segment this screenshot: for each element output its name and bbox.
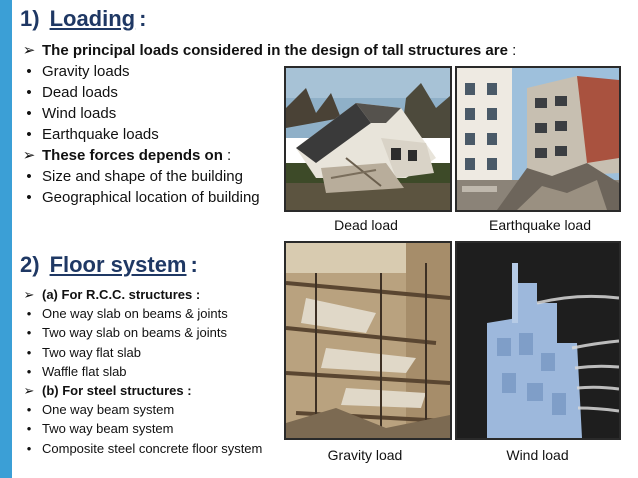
- item-text: Earthquake loads: [42, 126, 159, 143]
- list-item: • Dead loads: [20, 82, 516, 103]
- section1-colon: :: [139, 6, 147, 31]
- item-text: Waffle flat slab: [42, 363, 127, 379]
- bullet-icon: •: [26, 402, 32, 418]
- list-item: • Earthquake loads: [20, 124, 516, 145]
- dead-load-caption: Dead load: [334, 217, 398, 233]
- item-text: Wind loads: [42, 105, 117, 122]
- dead-load-photo: [284, 66, 452, 212]
- bullet-icon: •: [26, 421, 32, 437]
- list-item: • Wind loads: [20, 103, 516, 124]
- section2-colon: :: [190, 252, 198, 277]
- item-text: Gravity loads: [42, 63, 130, 80]
- loading-list: ➢ The principal loads considered in the d…: [20, 40, 517, 208]
- bullet-icon: •: [26, 363, 32, 379]
- gravity-load-photo: [284, 241, 452, 440]
- earthquake-load-caption: Earthquake load: [489, 217, 591, 233]
- item-text: One way slab on beams & joints: [42, 306, 228, 322]
- bullet-icon: •: [26, 105, 32, 122]
- list-item: • Geographical location of building: [20, 187, 516, 208]
- item-text: Size and shape of the building: [42, 168, 243, 185]
- arrow-bullet-icon: ➢: [23, 383, 35, 399]
- sub-heading-item: ➢ These forces depends on :: [20, 145, 516, 166]
- arrow-bullet-icon: ➢: [23, 287, 35, 302]
- list-item: • One way slab on beams & joints: [20, 304, 262, 323]
- bullet-icon: •: [26, 440, 32, 456]
- arrow-bullet-icon: ➢: [22, 42, 36, 59]
- section1-number: 1): [20, 6, 40, 31]
- list-item: • Composite steel concrete floor system: [20, 439, 263, 458]
- sub-heading-item: ➢ (b) For steel structures :: [20, 381, 262, 400]
- item-text: These forces depends on: [42, 147, 223, 164]
- list-item: • Gravity loads: [20, 61, 516, 82]
- gravity-load-caption: Gravity load: [327, 447, 403, 463]
- list-item: • Waffle flat slab: [20, 362, 262, 381]
- sub-heading-item: ➢ The principal loads considered in the d…: [20, 40, 517, 61]
- wind-load-caption: Wind load: [506, 447, 569, 463]
- bullet-icon: •: [26, 306, 32, 322]
- sub-heading-item: ➢ (a) For R.C.C. structures :: [20, 285, 262, 304]
- floor-system-list: ➢ (a) For R.C.C. structures : • One way sla…: [20, 285, 263, 458]
- bullet-icon: •: [26, 325, 32, 341]
- item-text: Two way flat slab: [42, 344, 141, 360]
- earthquake-load-photo: [455, 66, 621, 212]
- item-text: Two way beam system: [42, 421, 174, 437]
- section2-title: Floor system: [49, 252, 187, 277]
- item-text: The principal loads considered in the de…: [42, 42, 508, 59]
- bullet-icon: •: [26, 168, 32, 185]
- list-item: • Size and shape of the building: [20, 166, 516, 187]
- bullet-icon: •: [26, 189, 32, 206]
- section1-title: Loading: [49, 6, 136, 31]
- section2-heading: 2) Floor system:: [20, 252, 198, 278]
- item-text: Two way slab on beams & joints: [42, 325, 227, 341]
- item-suffix: :: [507, 42, 517, 59]
- wind-load-photo: [455, 241, 621, 440]
- item-text: One way beam system: [42, 402, 175, 418]
- arrow-bullet-icon: ➢: [22, 147, 36, 164]
- section1-heading: 1) Loading:: [20, 6, 146, 32]
- bullet-icon: •: [26, 344, 32, 360]
- bullet-icon: •: [26, 126, 32, 143]
- section2-number: 2): [20, 252, 40, 277]
- list-item: • Two way beam system: [20, 419, 262, 438]
- item-text: (b) For steel structures :: [42, 383, 192, 399]
- list-item: • Two way flat slab: [20, 343, 262, 362]
- item-text: (a) For R.C.C. structures :: [42, 287, 201, 302]
- item-text: Composite steel concrete floor system: [42, 440, 263, 456]
- item-text: Dead loads: [42, 84, 118, 101]
- bullet-icon: •: [26, 84, 32, 101]
- bullet-icon: •: [26, 63, 32, 80]
- item-suffix: :: [222, 147, 232, 164]
- list-item: • Two way slab on beams & joints: [20, 323, 262, 342]
- item-text: Geographical location of building: [42, 189, 260, 206]
- accent-bar: [0, 0, 12, 478]
- list-item: • One way beam system: [20, 400, 262, 419]
